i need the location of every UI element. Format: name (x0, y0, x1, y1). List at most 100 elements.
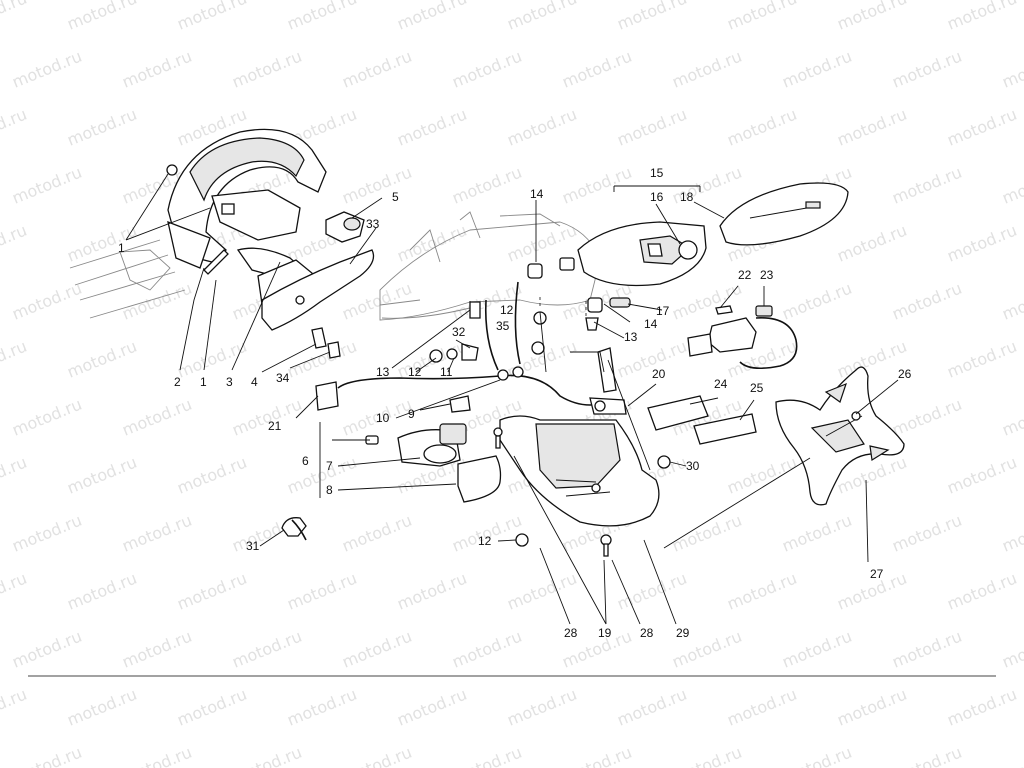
callout-label: 32 (452, 325, 466, 339)
watermark-text: motod.ru (614, 105, 689, 150)
callout-label: 25 (750, 381, 764, 395)
watermark-text: motod.ru (779, 743, 854, 768)
callout-label: 2 (174, 375, 181, 389)
watermark-text: motod.ru (449, 163, 524, 208)
watermark-text: motod.ru (119, 47, 194, 92)
watermark-text: motod.ru (394, 685, 469, 730)
watermark-text: motod.ru (9, 279, 84, 324)
indicator-right (687, 305, 798, 370)
grab-handle-assembly (69, 128, 327, 319)
watermark-text: motod.ru (9, 743, 84, 768)
watermark-text: motod.ru (944, 105, 1019, 150)
watermark-text: motod.ru (9, 395, 84, 440)
watermark-text: motod.ru (9, 627, 84, 672)
callout-label: 8 (326, 483, 333, 497)
callout-label: 19 (598, 626, 612, 640)
watermark-text: motod.ru (9, 511, 84, 556)
tail-light (577, 221, 707, 287)
callout-label: 33 (366, 217, 380, 231)
callout-label: 18 (680, 190, 694, 204)
callout-label: 11 (440, 365, 453, 379)
leader-lines (125, 173, 899, 625)
callout-label: 10 (376, 411, 390, 425)
watermark-text: motod.ru (559, 743, 634, 768)
watermark-text: motod.ru (779, 279, 854, 324)
callout-label: 12 (478, 534, 492, 548)
watermark-text: motod.ru (944, 337, 1019, 382)
watermark-text: motod.ru (504, 0, 579, 34)
watermark-text: motod.ru (944, 0, 1019, 34)
watermark-text: motod.ru (834, 0, 909, 34)
watermark-text: motod.ru (504, 105, 579, 150)
watermark-text: motod.ru (999, 395, 1024, 440)
watermark-text: motod.ru (394, 105, 469, 150)
callout-label: 9 (408, 407, 415, 421)
watermark-text: motod.ru (64, 685, 139, 730)
watermark-text: motod.ru (339, 47, 414, 92)
callout-label: 31 (246, 539, 260, 553)
watermark-text: motod.ru (229, 627, 304, 672)
watermark-text: motod.ru (339, 279, 414, 324)
callout-label: 30 (686, 459, 700, 473)
callout-label: 26 (898, 367, 912, 381)
watermark-text: motod.ru (174, 0, 249, 34)
callout-label: 24 (714, 377, 728, 391)
watermark-text: motod.ru (284, 0, 359, 34)
watermark-text: motod.ru (0, 569, 30, 614)
watermark-text: motod.ru (889, 163, 964, 208)
watermark-text: motod.ru (449, 743, 524, 768)
watermark-text: motod.ru (284, 569, 359, 614)
watermark-text: motod.ru (64, 337, 139, 382)
watermark-text: motod.ru (889, 279, 964, 324)
rear-mudguard (499, 415, 660, 527)
watermark-text: motod.ru (449, 47, 524, 92)
watermark-text: motod.ru (614, 685, 689, 730)
callout-label: 28 (640, 626, 654, 640)
grommets (469, 257, 631, 355)
watermark-text: motod.ru (999, 627, 1024, 672)
watermark-text: motod.ru (0, 221, 30, 266)
callout-label: 15 (650, 166, 664, 180)
wiring-harness (315, 281, 601, 413)
watermark-text: motod.ru (724, 105, 799, 150)
rubber-pad (261, 249, 375, 331)
watermark-text: motod.ru (119, 511, 194, 556)
callout-label: 20 (652, 367, 666, 381)
watermark-text: motod.ru (669, 511, 744, 556)
watermark-text: motod.ru (669, 279, 744, 324)
callout-label: 13 (376, 365, 390, 379)
callout-label: 34 (276, 371, 290, 385)
callout-labels: 1 2 1 3 4 34 5 33 14 15 16 18 12 35 17 1… (118, 166, 912, 640)
callout-label: 12 (500, 303, 514, 317)
watermark-text: motod.ru (229, 47, 304, 92)
watermark-text: motod.ru (339, 511, 414, 556)
watermark-text: motod.ru (724, 569, 799, 614)
watermark-text: motod.ru (174, 685, 249, 730)
watermark-text: motod.ru (394, 569, 469, 614)
watermark-text: motod.ru (724, 685, 799, 730)
callout-label: 16 (650, 190, 664, 204)
watermark-text: motod.ru (504, 569, 579, 614)
watermark-text: motod.ru (669, 47, 744, 92)
watermark-text: motod.ru (504, 685, 579, 730)
watermark-text: motod.ru (339, 743, 414, 768)
watermark-text: motod.ru (64, 105, 139, 150)
watermark-text: motod.ru (999, 163, 1024, 208)
callout-label: 12 (408, 365, 422, 379)
watermark-text: motod.ru (119, 627, 194, 672)
watermark-text: motod.ru (614, 0, 689, 34)
callout-label: 28 (564, 626, 578, 640)
bulb (678, 240, 698, 260)
watermark-text: motod.ru (64, 569, 139, 614)
watermark-text: motod.ru (119, 743, 194, 768)
watermark-text: motod.ru (944, 221, 1019, 266)
indicator-left (365, 423, 502, 503)
watermark-text: motod.ru (559, 47, 634, 92)
watermark-text: motod.ru (0, 0, 30, 34)
watermark-text: motod.ru (0, 337, 30, 382)
watermark-text: motod.ru (834, 685, 909, 730)
watermark-text: motod.ru (889, 395, 964, 440)
callout-label: 23 (760, 268, 774, 282)
watermark-text: motod.ru (339, 627, 414, 672)
callout-label: 21 (268, 419, 282, 433)
